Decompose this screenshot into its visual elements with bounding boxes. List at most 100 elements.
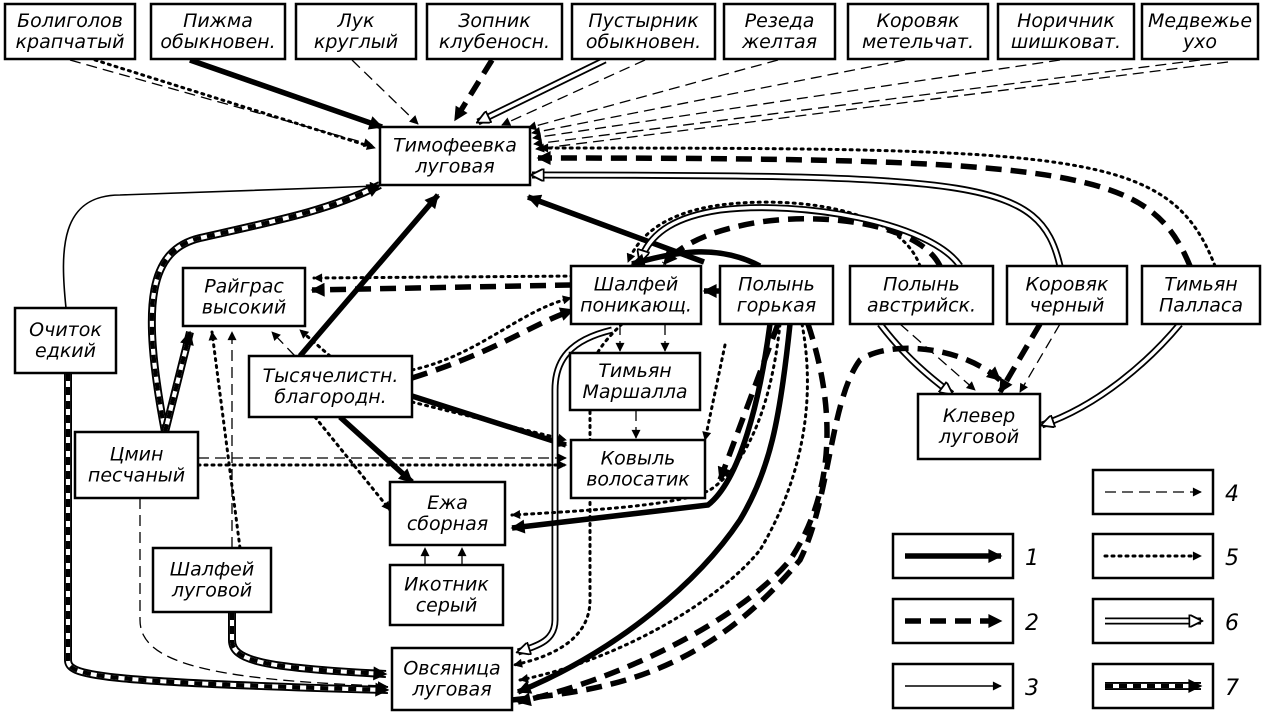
node-box bbox=[569, 438, 707, 500]
node-label: Тимофеевка bbox=[393, 135, 517, 157]
node-label: желтая bbox=[741, 31, 817, 53]
node-label: волосатик bbox=[586, 469, 690, 491]
edge-23 bbox=[630, 249, 762, 269]
legend-label: 3 bbox=[1025, 676, 1039, 701]
node-label: Маршалла bbox=[582, 381, 687, 403]
node-box bbox=[568, 351, 702, 412]
node-label: Палласа bbox=[1159, 295, 1243, 317]
node-label: Медвежье bbox=[1148, 10, 1252, 32]
node-label: луговой bbox=[171, 580, 252, 602]
legend-label: 6 bbox=[1225, 611, 1239, 636]
edge-46 bbox=[64, 373, 390, 697]
node-label: австрийск. bbox=[867, 295, 976, 317]
node-label: ухо bbox=[1182, 31, 1217, 53]
edge-37 bbox=[313, 415, 392, 512]
node-label: обыкновен. bbox=[586, 31, 701, 53]
edge-50 bbox=[717, 323, 781, 482]
node-label: высокий bbox=[202, 297, 286, 319]
node-box bbox=[247, 354, 414, 419]
node-box bbox=[916, 392, 1042, 461]
edge-27 bbox=[298, 328, 332, 358]
node-box bbox=[425, 2, 564, 61]
edge-28 bbox=[271, 331, 296, 357]
edge-12 bbox=[535, 61, 1229, 153]
node-label: Ежа bbox=[427, 492, 468, 514]
node-label: черный bbox=[1030, 295, 1105, 317]
node-label: клубеносн. bbox=[439, 31, 550, 53]
node-box bbox=[13, 306, 118, 375]
node-label: Овсяница bbox=[403, 658, 500, 680]
node-label: едкий bbox=[35, 340, 96, 362]
node-label: поникающ. bbox=[580, 295, 692, 317]
edge-21 bbox=[661, 216, 943, 268]
edge-45 bbox=[139, 498, 387, 691]
node-box bbox=[722, 2, 837, 61]
node-label: Пустырник bbox=[588, 10, 699, 32]
node-box bbox=[1140, 2, 1260, 61]
node-label: крапчатый bbox=[16, 31, 125, 53]
edge-60 bbox=[228, 612, 388, 681]
node-box bbox=[388, 480, 507, 547]
edge-5 bbox=[452, 58, 495, 122]
node-label: Зопник bbox=[458, 10, 531, 32]
edge-22 bbox=[640, 204, 963, 269]
edge-4 bbox=[351, 59, 419, 125]
node-box bbox=[73, 430, 200, 500]
node-box bbox=[181, 266, 307, 328]
node-label: Тимьян bbox=[1164, 274, 1237, 296]
edge-14 bbox=[536, 151, 1193, 268]
legend-item-2: 2 bbox=[891, 597, 1039, 645]
legend-item-3: 3 bbox=[891, 662, 1039, 710]
edge-31 bbox=[161, 330, 194, 433]
legend-item-1: 1 bbox=[891, 532, 1039, 580]
edge-32 bbox=[410, 295, 573, 372]
node-label: благородн. bbox=[274, 386, 386, 408]
edge-17 bbox=[297, 193, 441, 358]
node-label: Шалфей bbox=[170, 559, 254, 581]
node-label: Тимьян bbox=[598, 360, 671, 382]
node-label: Ковыль bbox=[601, 448, 676, 470]
node-box bbox=[1140, 264, 1262, 326]
edge-8 bbox=[527, 59, 779, 131]
edge-15 bbox=[532, 175, 1064, 267]
edge-18 bbox=[62, 181, 379, 309]
edge-13 bbox=[538, 143, 1217, 268]
legend-item-5: 5 bbox=[1091, 532, 1239, 580]
edge-19 bbox=[147, 181, 382, 433]
node-label: луговая bbox=[414, 156, 494, 178]
node-label: шишковат. bbox=[1011, 31, 1121, 53]
node-label: песчаный bbox=[88, 465, 185, 487]
legend-item-6: 6 bbox=[1091, 597, 1239, 645]
edge-53 bbox=[702, 343, 727, 442]
node-label: Норичник bbox=[1017, 10, 1115, 32]
node-box bbox=[151, 546, 273, 614]
diagram-nodes: БолиголовкрапчатыйПижмаобыкновен.Луккруг… bbox=[3, 2, 1262, 712]
edge-2 bbox=[93, 58, 377, 150]
node-box bbox=[846, 2, 990, 61]
edge-6 bbox=[478, 56, 607, 126]
node-box bbox=[569, 264, 703, 326]
node-box bbox=[294, 2, 418, 61]
node-label: Икотник bbox=[404, 574, 489, 596]
edge-52 bbox=[518, 322, 809, 683]
legend-item-7: 7 bbox=[1091, 662, 1239, 710]
